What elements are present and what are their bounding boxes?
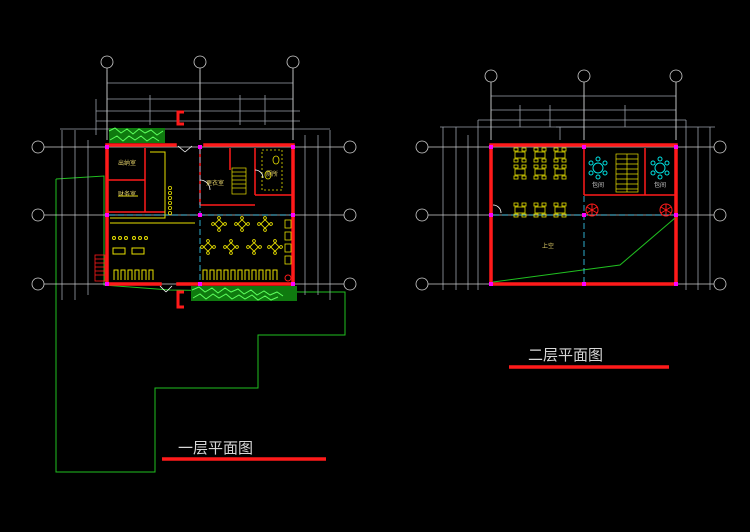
plant-planters-2f xyxy=(585,203,673,217)
booth-seats-left xyxy=(112,236,154,280)
room-label-toilet: 厕所 xyxy=(266,170,278,178)
dining-tables-2f xyxy=(513,147,567,218)
bar-counter xyxy=(110,151,195,224)
room-label-hall: 上空 xyxy=(542,242,554,250)
plan-title-second-floor: 二层平面图 xyxy=(528,346,603,364)
stair-second-floor xyxy=(615,153,639,193)
room-label-private-room-1: 包间 xyxy=(592,181,604,189)
wall-seating-right xyxy=(284,219,292,265)
entrance-marker-bottom xyxy=(176,290,184,309)
doors-first-floor xyxy=(159,145,264,293)
doors-second-floor xyxy=(492,204,502,214)
toilet-fixtures xyxy=(261,149,283,191)
landscape-hatch-bottom xyxy=(191,286,297,301)
interior-walls-2f xyxy=(583,148,676,196)
second-floor-plan: 包间 包间 上空 二层平面图 xyxy=(415,69,727,369)
dimension-lines-left-2f xyxy=(442,120,479,290)
stair-exterior-left xyxy=(94,254,106,282)
first-floor-plan: 出纳室 财务室 更衣室 厕所 一层平面图 xyxy=(31,55,357,473)
stair-first-floor xyxy=(231,167,247,195)
columns-second-floor xyxy=(489,145,678,286)
room-label-saloon-1: 出纳室 xyxy=(118,159,136,167)
plan-title-first-floor: 一层平面图 xyxy=(178,439,253,457)
site-boundary-line xyxy=(55,175,346,473)
dimension-lines-right-2f xyxy=(685,120,711,290)
counter-stools xyxy=(167,185,172,215)
void-opening-line xyxy=(492,217,676,283)
dining-tables xyxy=(200,216,283,255)
room-label-office: 更衣室 xyxy=(206,179,224,187)
booth-seats-bottom xyxy=(202,269,278,280)
dimension-lines-top xyxy=(60,70,330,140)
landscape-hatch-top xyxy=(108,127,165,143)
columns-first-floor xyxy=(105,145,295,286)
room-label-saloon-2: 财务室 xyxy=(118,190,136,198)
round-tables-2f xyxy=(588,156,670,180)
entrance-marker-top xyxy=(176,110,184,126)
room-label-private-room-2: 包间 xyxy=(654,181,666,189)
column-fixture-right xyxy=(284,274,292,282)
